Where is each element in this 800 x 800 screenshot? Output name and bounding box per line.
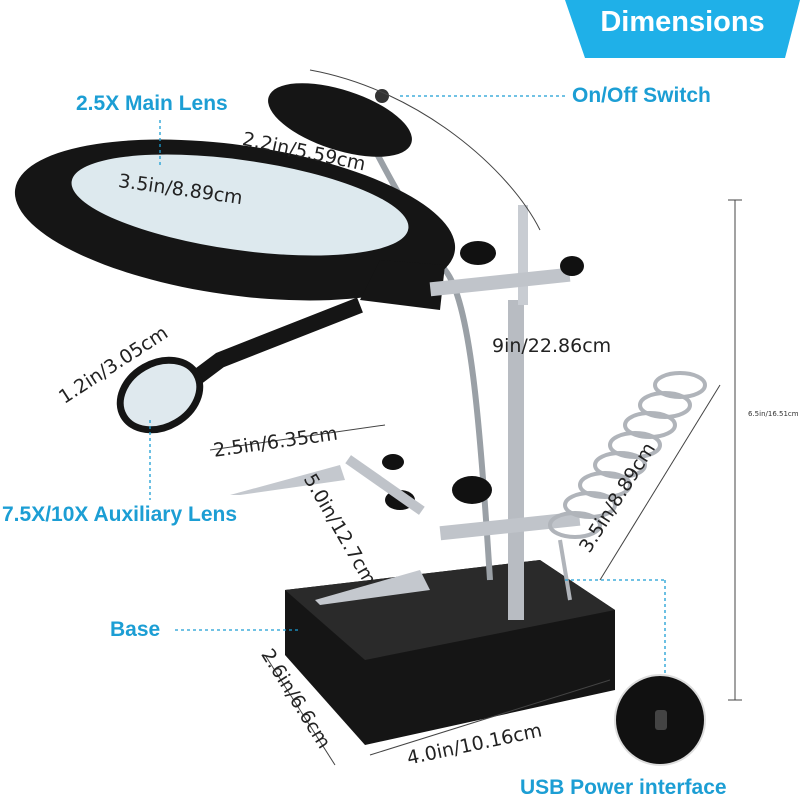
switch-button (375, 89, 389, 103)
main-lens-glass (71, 154, 409, 256)
alligator-clip (230, 465, 345, 495)
dimensions-banner (565, 0, 800, 58)
lamp-head (268, 83, 412, 157)
alligator-clip (315, 570, 430, 605)
total-height-dim: 6.5in/16.51cm (748, 410, 799, 418)
knob (560, 256, 584, 276)
switch-label: On/Off Switch (572, 84, 711, 107)
knob (452, 476, 492, 504)
base-label: Base (110, 618, 161, 641)
aux-lens-label: 7.5X/10X Auxiliary Lens (2, 503, 238, 526)
main-lens-label: 2.5X Main Lens (76, 92, 228, 115)
knob (460, 241, 496, 265)
arm-height-dim: 9in/22.86cm (492, 335, 612, 357)
aux-lens (116, 356, 204, 434)
soldering-coil (548, 371, 707, 601)
support-pole (508, 300, 524, 620)
dimensions-title: Dimensions (600, 6, 765, 38)
knob (382, 454, 404, 470)
usb-label: USB Power interface (520, 776, 727, 799)
